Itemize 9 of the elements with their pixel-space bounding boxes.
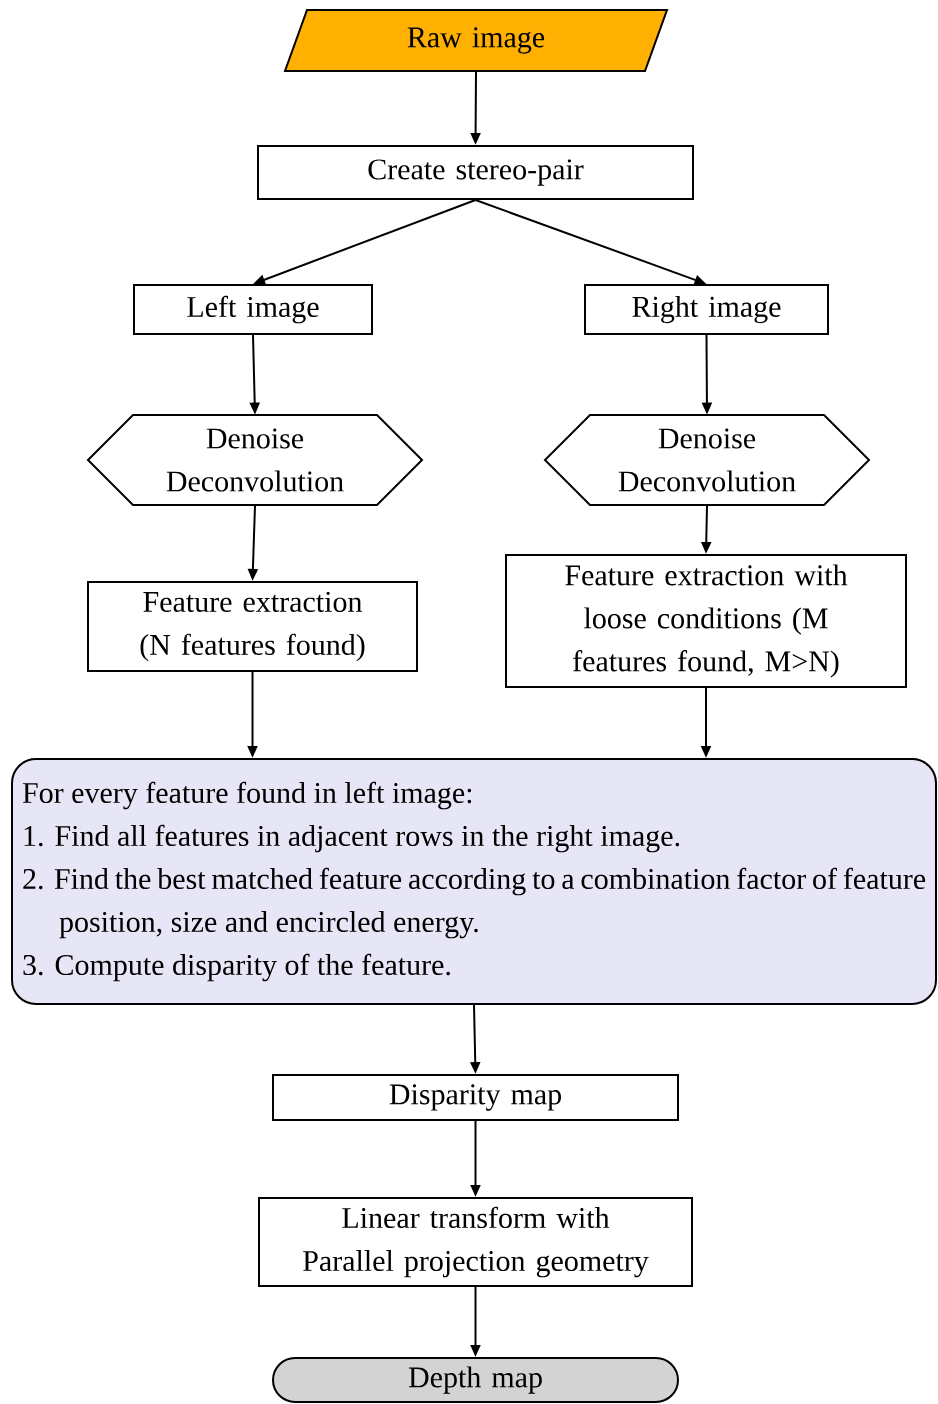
process-box: Create stereo-pair	[257, 145, 694, 200]
process-box: Right image	[584, 284, 829, 335]
process-box: Left image	[133, 284, 373, 335]
process-box: For every feature found in left image: 1. Find all features in adjacent rows in the right image. 2. Find the best matched feature according to a combination factor of feature position, size and encircled energy. 3. Compute disparity of the feature.	[11, 758, 937, 1005]
process-box: Linear transform with Parallel projection geometry	[258, 1197, 693, 1287]
process-box: Feature extraction (N features found)	[87, 581, 418, 672]
terminal-box: Depth map	[272, 1357, 679, 1403]
process-box: Feature extraction with loose conditions (M features found, M>N)	[505, 554, 907, 688]
process-box: Disparity map	[272, 1074, 679, 1121]
